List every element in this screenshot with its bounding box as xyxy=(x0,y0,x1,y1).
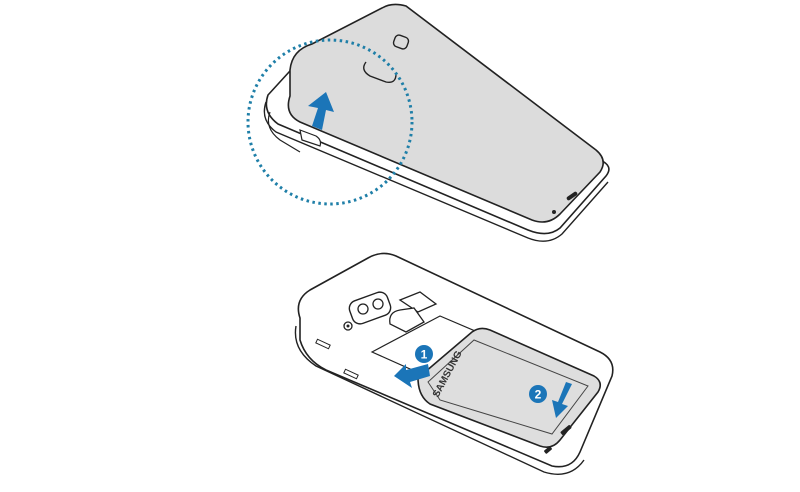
step-2-marker: 2 xyxy=(529,382,572,418)
slide-arrow-icon xyxy=(394,364,430,388)
top-phone-illustration xyxy=(263,3,610,242)
battery xyxy=(417,327,602,448)
svg-text:2: 2 xyxy=(535,388,542,402)
bottom-phone-illustration: SAMSUNG xyxy=(294,252,614,475)
sd-slot xyxy=(389,307,425,333)
step-1-marker: 1 xyxy=(394,345,433,388)
svg-text:1: 1 xyxy=(421,348,428,362)
camera-window xyxy=(392,34,410,50)
back-cover xyxy=(287,3,604,223)
lift-arrow-icon xyxy=(308,92,334,130)
callout-dotted-circle xyxy=(246,38,414,206)
press-down-arrow-icon xyxy=(552,382,572,418)
